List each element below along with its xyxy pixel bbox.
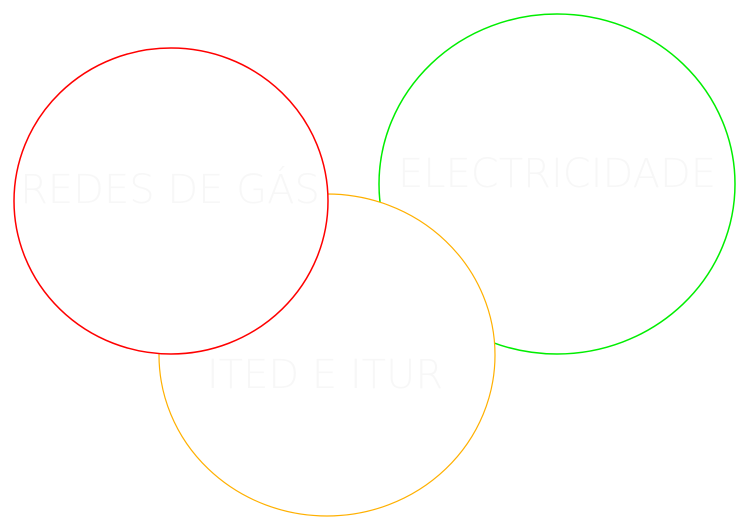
circle-redes-gas [13, 47, 329, 355]
label-electricidade: ELECTRICIDADE [398, 151, 716, 197]
label-redes-gas: REDES DE GÁS [20, 165, 320, 213]
label-ited-itur: ITED E ITUR [207, 352, 443, 398]
